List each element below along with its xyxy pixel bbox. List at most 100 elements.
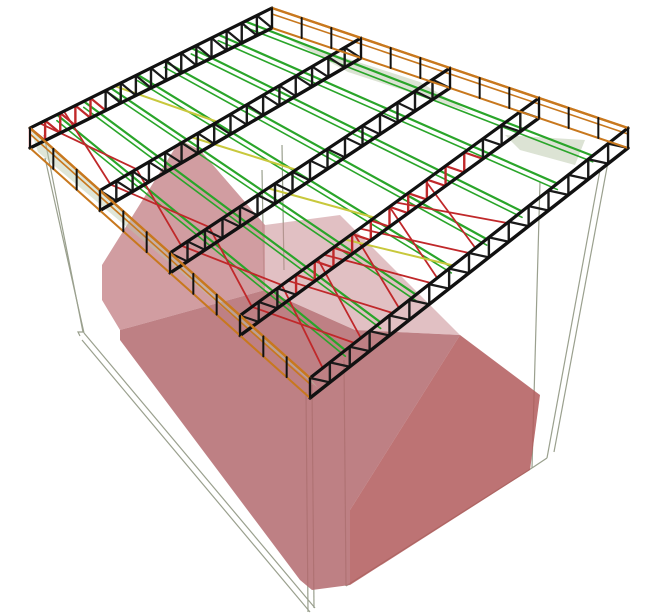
truss-3-diagonal-5 [332,246,354,256]
truss-1-diagonal-8 [229,113,248,126]
roof-bracing-x1-3-4 [394,201,509,224]
truss-3-top-chord [238,96,541,318]
truss-3-diagonal-3 [294,273,316,283]
solid-top-ridge [265,215,460,335]
truss-0-diagonal-9 [165,59,183,75]
truss-3-diagonal-11 [444,164,466,174]
roof-skylight-band-right [505,135,585,165]
roof-bracing-x1-3-3 [358,227,470,254]
truss-2-diagonal-13 [396,101,417,113]
truss-0-diagonal-10 [180,51,198,67]
truss-0-diagonal-15 [255,14,274,30]
truss-3-diagonal-0 [238,314,260,324]
truss-0-diagonal-3 [74,104,92,120]
truss-2-diagonal-7 [291,170,312,182]
truss-0-diagonal-7 [134,74,153,90]
truss-4-diagonal-7 [448,267,471,275]
truss-1-diagonal-1 [115,179,134,193]
truss-4-diagonal-4 [388,314,411,321]
roof-bracing-x1-3-2 [322,253,432,284]
truss-1-diagonal-14 [327,55,346,69]
truss-1-diagonal-10 [262,94,281,107]
truss-2-diagonal-10 [343,136,364,147]
truss-0-diagonal-13 [225,29,243,45]
truss-0-diagonal-11 [195,44,213,60]
truss-4-diagonal-10 [507,220,530,228]
truss-0-diagonal-1 [44,119,62,135]
truss-0-diagonal-5 [104,89,122,105]
truss-2-diagonal-3 [221,217,242,228]
truss-2-diagonal-9 [326,147,347,159]
column-right-back-a [553,161,609,453]
truss-3-diagonal-14 [500,124,522,133]
truss-2-top-chord [168,66,452,255]
truss-4-diagonal-2 [348,345,371,353]
truss-2-diagonal-4 [238,205,259,217]
truss-4-diagonal-0 [308,376,331,384]
truss-4-diagonal-11 [527,205,550,212]
yellow-diagonal-1 [190,136,297,171]
truss-3-diagonal-9 [407,192,428,201]
truss-3-diagonal-1 [257,300,279,310]
truss-3-diagonal-10 [425,178,447,188]
yellow-diagonal-3 [343,238,455,267]
truss-0-diagonal-12 [210,36,228,52]
truss-1-diagonal-5 [180,141,199,155]
truss-4-diagonal-5 [408,298,431,306]
truss-4-diagonal-12 [547,189,570,196]
truss-4-diagonal-1 [328,361,351,368]
truss-3-diagonal-12 [463,151,485,160]
truss-1-diagonal-3 [147,160,167,174]
truss-3-bottom-chord [238,116,541,338]
truss-1-diagonal-2 [131,170,151,184]
truss-1-diagonal-11 [278,84,297,98]
truss-0-diagonal-6 [119,81,137,97]
truss-2-diagonal-5 [256,194,277,205]
truss-0-bottom-chord [28,26,274,150]
truss-1-diagonal-6 [196,132,216,145]
column-left-front-edge-c [81,339,311,613]
building-solid-volume [102,140,540,590]
truss-2-diagonal-2 [203,228,224,240]
roof-truss-system [28,6,630,400]
purlin-lower-2 [82,106,382,330]
truss-4-diagonal-13 [567,173,590,181]
truss-3-diagonal-7 [369,219,391,228]
truss-2-diagonal-14 [413,90,434,101]
truss-1-diagonal-13 [310,65,330,79]
truss-2-diagonal-11 [361,124,382,136]
solid-front-face [120,290,460,590]
truss-4-diagonal-6 [428,283,451,290]
truss-2-diagonal-6 [273,182,294,194]
truss-4-top-chord [308,126,630,380]
column-left-front-edge-a [44,157,85,334]
truss-1-diagonal-7 [213,122,232,136]
truss-2-diagonal-8 [308,159,329,171]
column-right-back-b [546,169,601,459]
purlin-lower-8 [244,26,594,163]
truss-3-diagonal-8 [388,205,410,215]
truss-4-diagonal-14 [587,158,610,165]
roof-skylight-band [290,40,470,112]
truss-2-bottom-chord [168,86,452,275]
roof-bracing-x1-1-0 [109,183,211,229]
truss-1-diagonal-9 [245,103,265,117]
truss-0-diagonal-2 [59,111,77,127]
purlin-lower-5 [163,66,488,246]
column-left-front [43,134,84,337]
truss-1-diagonal-4 [164,151,183,164]
solid-left-face [102,140,265,330]
solid-right-face [350,335,540,585]
truss-3-diagonal-2 [276,287,298,296]
truss-4-diagonal-8 [467,251,490,259]
truss-4-bottom-chord [308,146,630,400]
truss-2-diagonal-12 [378,113,399,124]
truss-3-diagonal-13 [481,137,503,147]
truss-0-diagonal-8 [149,66,168,82]
truss-3-diagonal-4 [313,260,335,269]
truss-2-diagonal-1 [186,240,207,251]
truss-0-diagonal-14 [240,21,258,37]
truss-1-diagonal-12 [294,75,314,88]
truss-4-diagonal-3 [368,330,391,337]
